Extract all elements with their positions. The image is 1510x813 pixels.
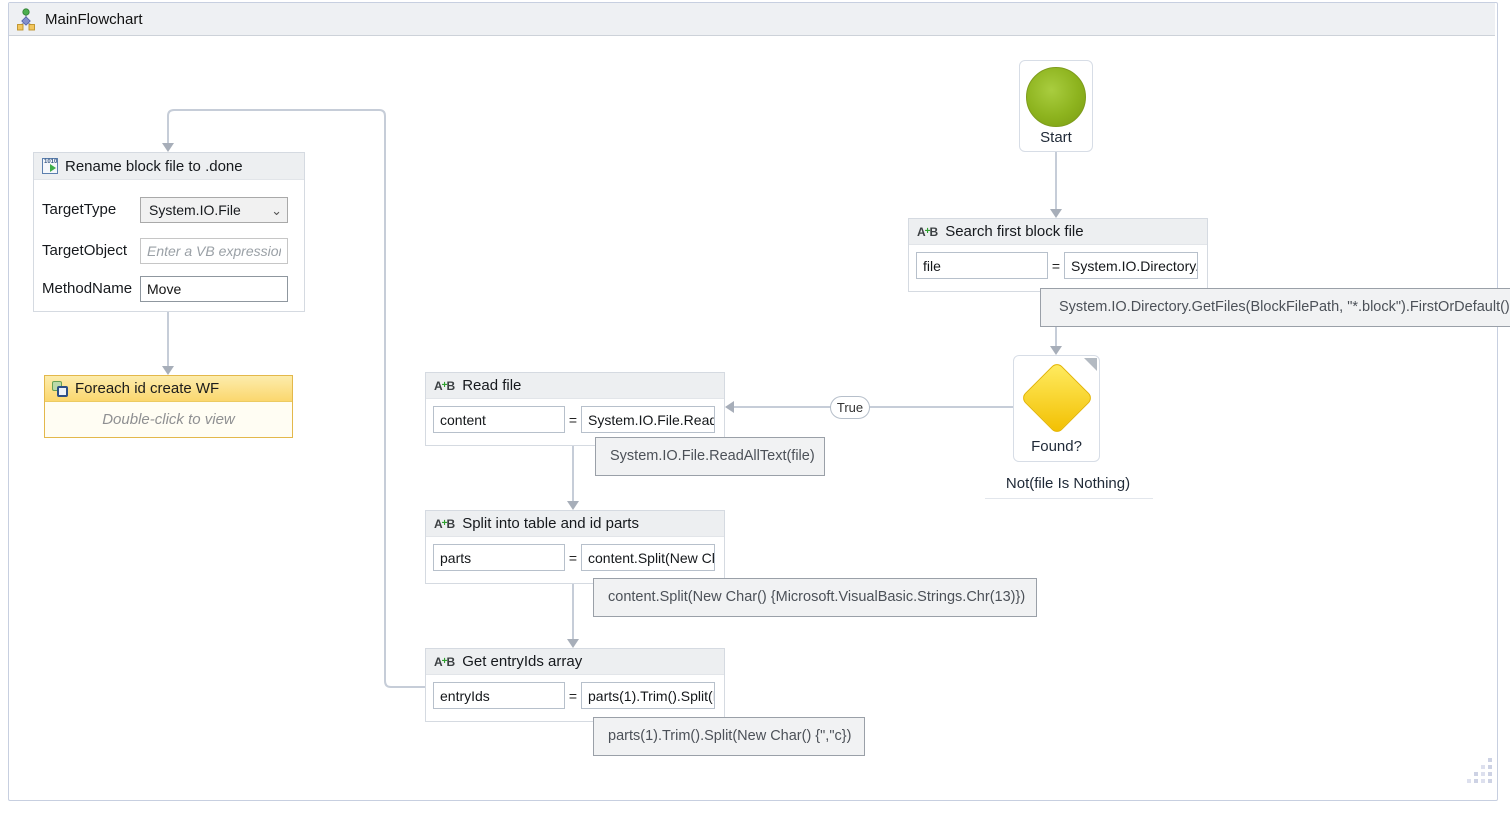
assign-value-field[interactable]: parts(1).Trim().Split(New Char() {","c}): [581, 682, 715, 709]
start-circle-icon: [1026, 67, 1086, 127]
field-label-targettype: TargetType: [42, 201, 117, 218]
equals-sign: =: [568, 411, 578, 428]
activity-read-file[interactable]: A+B Read file content = System.IO.File.R…: [425, 372, 725, 446]
targetobject-input[interactable]: [140, 237, 288, 264]
targettype-dropdown[interactable]: System.IO.File ⌄: [140, 196, 288, 223]
assign-icon: A+B: [434, 378, 456, 393]
condition-underline: [985, 498, 1153, 499]
field-label-targetobject: TargetObject: [42, 242, 128, 259]
tooltip-entryids-expression: parts(1).Trim().Split(New Char() {","c}): [593, 717, 865, 756]
assign-value-field[interactable]: System.IO.File.ReadAllText(file): [581, 406, 715, 433]
activity-get-entryids-array[interactable]: A+B Get entryIds array entryIds = parts(…: [425, 648, 725, 722]
methodname-input[interactable]: [140, 275, 288, 302]
activity-foreach-id-create-wf[interactable]: Foreach id create WF Double-click to vie…: [44, 375, 293, 438]
resize-grip[interactable]: [1460, 758, 1493, 791]
decision-condition-text: Not(file Is Nothing): [1005, 475, 1131, 492]
corner-fold-icon: [1084, 358, 1097, 371]
branch-true-label[interactable]: True: [830, 396, 870, 419]
assign-value-field[interactable]: System.IO.Directory.GetFiles(BlockFilePa…: [1064, 252, 1198, 279]
equals-sign: =: [568, 549, 578, 566]
activity-search-first-block-file[interactable]: A+B Search first block file file = Syste…: [908, 218, 1208, 292]
assign-to-field[interactable]: file: [916, 252, 1048, 279]
flowchart-icon: [17, 8, 35, 31]
decision-diamond-icon: [1020, 361, 1094, 435]
tooltip-split-expression: content.Split(New Char() {Microsoft.Visu…: [593, 578, 1037, 617]
decision-label: Found?: [1031, 438, 1082, 455]
tooltip-search-expression: System.IO.Directory.GetFiles(BlockFilePa…: [1040, 288, 1510, 327]
assign-icon: A+B: [434, 516, 456, 531]
play-icon: [50, 164, 56, 172]
workflow-title-bar: MainFlowchart: [9, 3, 1495, 36]
assign-to-field[interactable]: content: [433, 406, 565, 433]
double-click-hint[interactable]: Double-click to view: [102, 411, 235, 428]
equals-sign: =: [568, 687, 578, 704]
assign-value-field[interactable]: content.Split(New Char() {Microsoft.Visu…: [581, 544, 715, 571]
assign-to-field[interactable]: entryIds: [433, 682, 565, 709]
activity-title: Foreach id create WF: [75, 380, 220, 397]
invoke-method-icon: 1010: [42, 158, 58, 174]
start-node[interactable]: Start: [1019, 60, 1093, 152]
start-label: Start: [1040, 129, 1072, 146]
tooltip-read-expression: System.IO.File.ReadAllText(file): [595, 437, 825, 476]
workflow-title[interactable]: MainFlowchart: [45, 10, 143, 28]
equals-sign: =: [1051, 257, 1061, 274]
activity-rename-block-file[interactable]: 1010 Rename block file to .done TargetTy…: [33, 152, 305, 312]
activity-title: Get entryIds array: [462, 653, 583, 670]
activity-title: Search first block file: [945, 223, 1084, 240]
field-label-methodname: MethodName: [42, 280, 133, 297]
activity-split-into-parts[interactable]: A+B Split into table and id parts parts …: [425, 510, 725, 584]
chevron-down-icon: ⌄: [271, 202, 282, 218]
activity-title: Read file: [462, 377, 522, 394]
decision-found-node[interactable]: Found?: [1013, 355, 1100, 462]
foreach-icon: [52, 380, 68, 397]
assign-icon: A+B: [434, 654, 456, 669]
activity-title: Rename block file to .done: [65, 157, 243, 175]
assign-icon: A+B: [917, 224, 939, 239]
assign-to-field[interactable]: parts: [433, 544, 565, 571]
activity-title: Split into table and id parts: [462, 515, 639, 532]
